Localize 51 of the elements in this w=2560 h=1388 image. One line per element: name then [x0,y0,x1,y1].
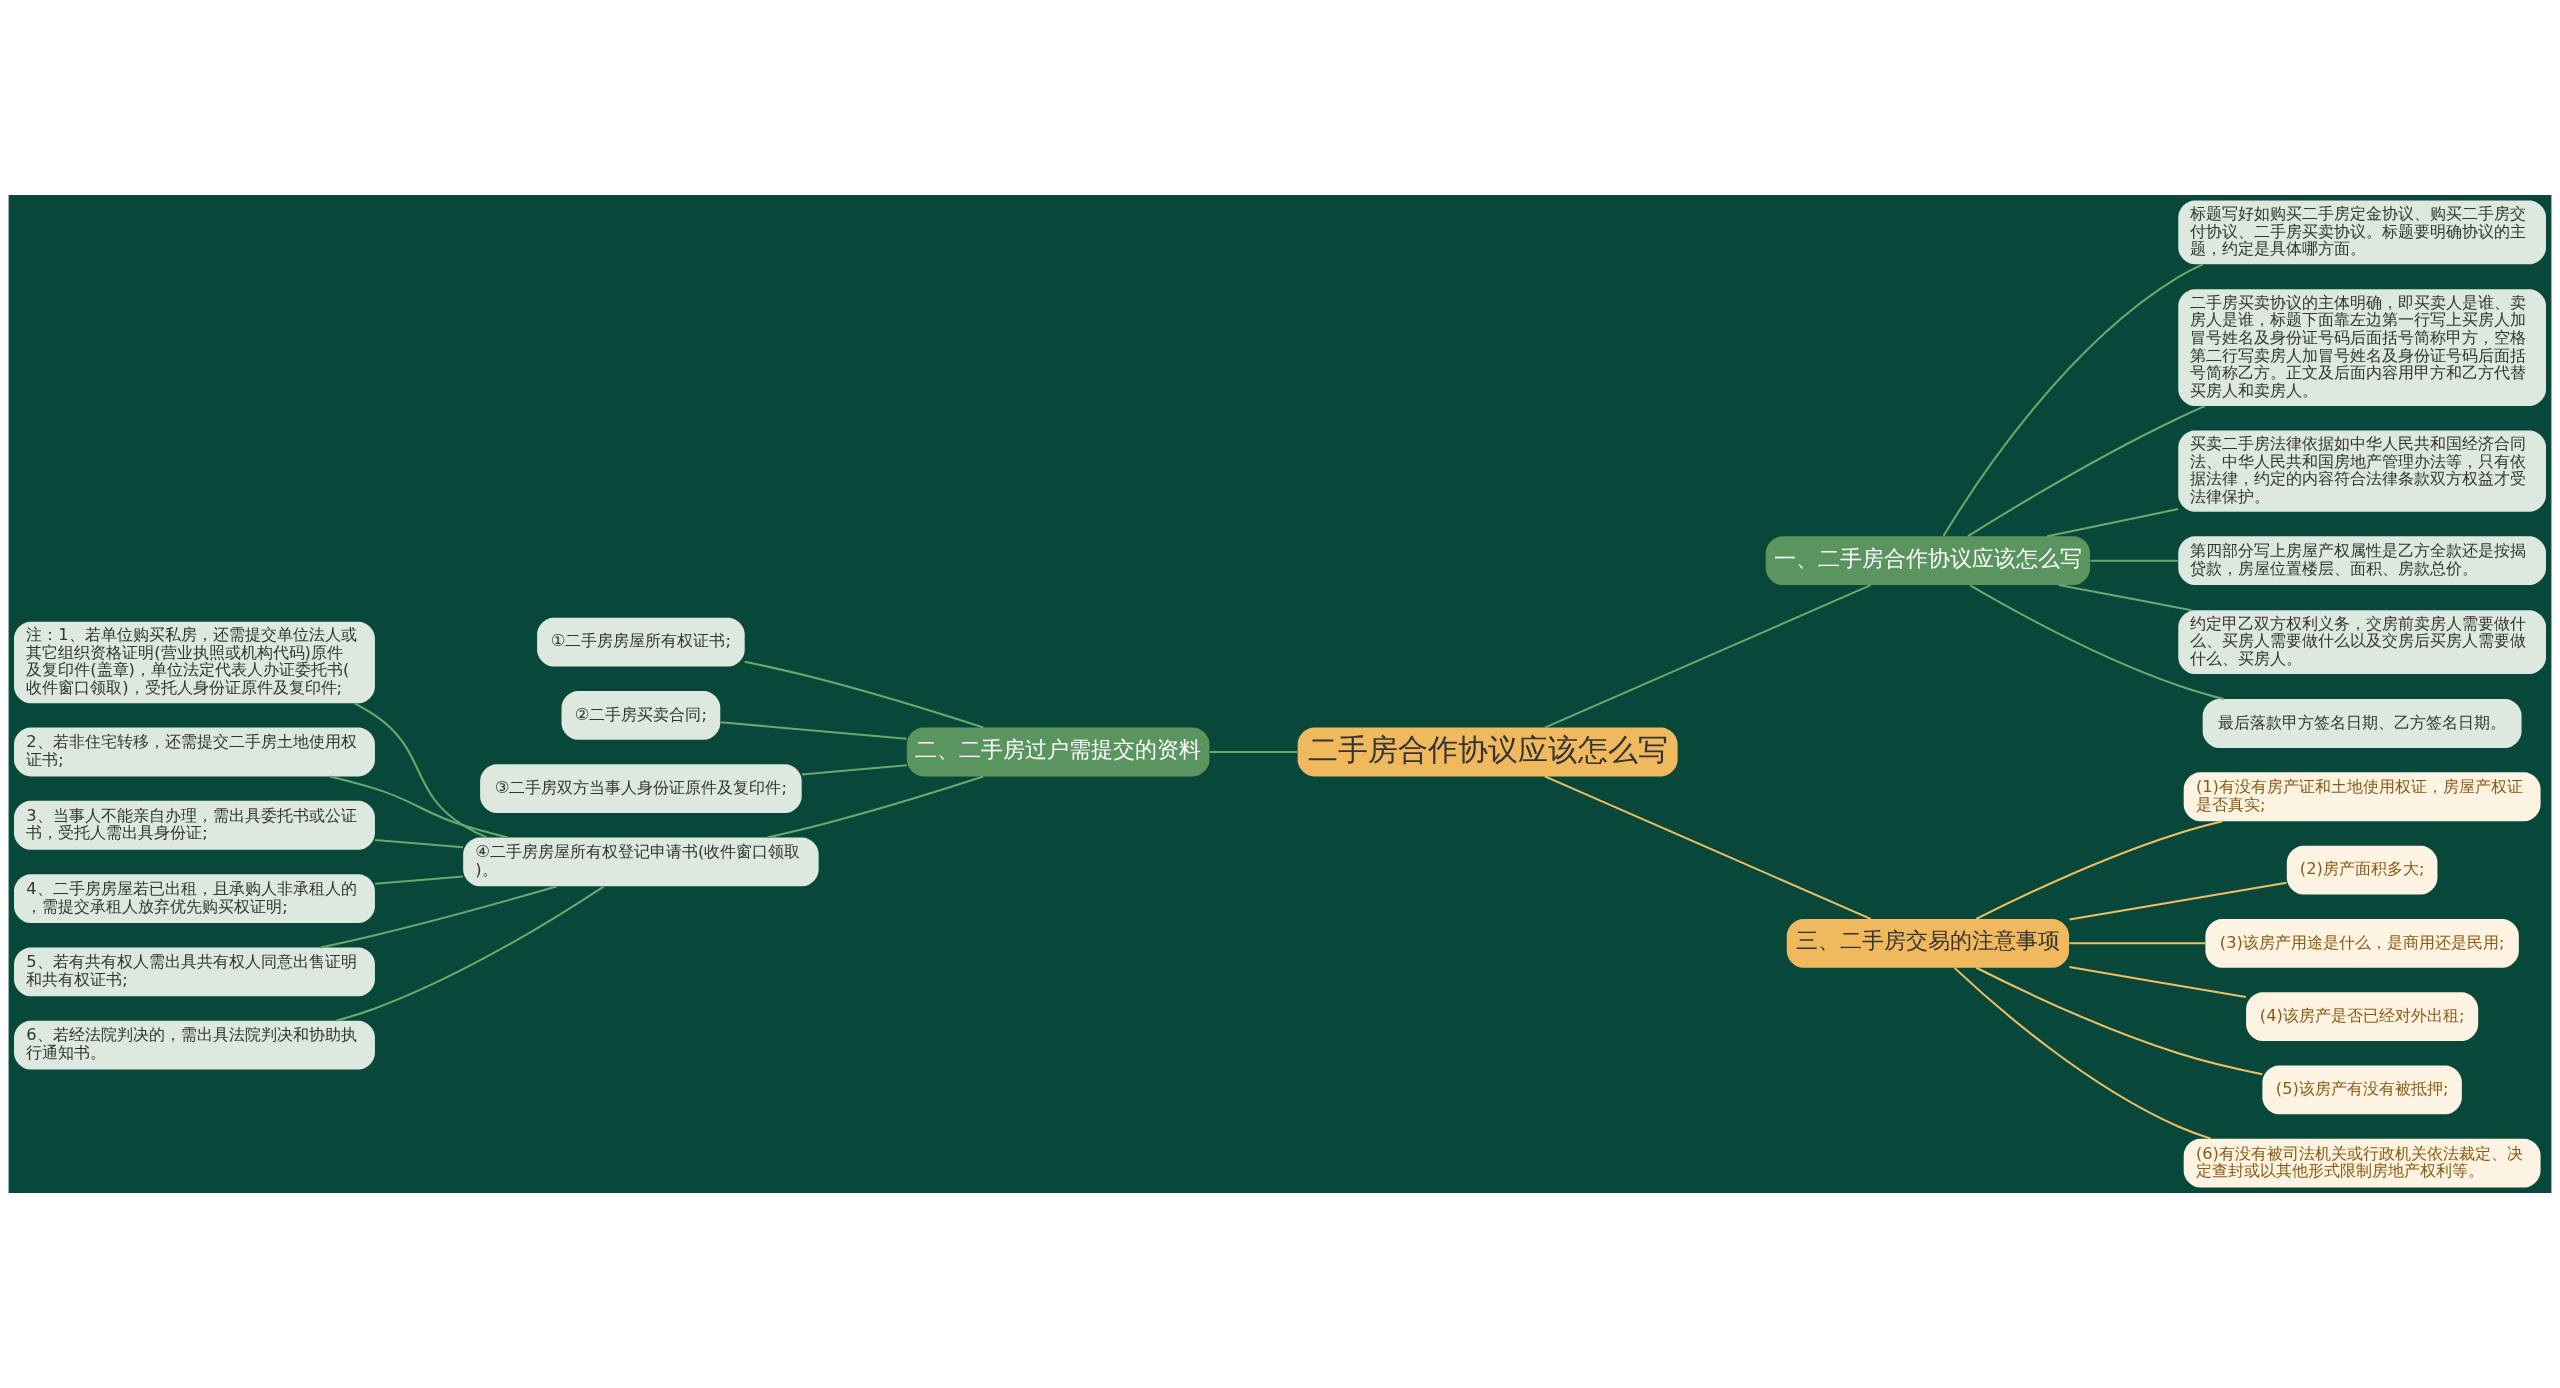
node-box: 一、二手房合作协议应该怎么写 [1765,536,2091,586]
node-box: 二手房合作协议应该怎么写 [1297,727,1678,777]
connector [1967,405,2206,537]
node-box: (3)该房产用途是什么，是商用还是民用; [2205,918,2519,968]
node-box: 买卖二手房法律依据如中华人民共和国经济合同法、中华人民共和国房地产管理办法等，只有依据法律，约定的内容符合法律条款双方权益才受法律保护。 [2178,430,2546,512]
connector [1975,820,2223,920]
connector [2069,942,2206,945]
node-box: 二手房买卖协议的主体明确，即买卖人是谁、卖房人是谁，标题下面靠左边第一行写上买房人加冒号姓名及身份证号码后面括号简称甲方，空格第二行写卖房人加冒号姓名及身份证号码后面括号简称乙方。正文及后面内容用甲方和乙方代替买房人和卖房人。 [2178,289,2546,406]
connector [1953,967,2211,1140]
node-box: 4、二手房房屋若已出租，且承购人非承租人的，需提交承租人放弃优先购买权证明; [14,874,375,923]
node-box: 6、若经法院判决的，需出具法院判决和协助执行通知书。 [14,1020,375,1070]
connector [744,660,984,729]
connector [1209,751,1298,754]
node-box: 注：1、若单位购买私房，还需提交单位法人或其它组织资格证明(营业执照或机构代码)原件及复印件(盖章)，单位法定代表人办证委托书(收件窗口领取)，受托人身份证原件及复印件; [14,621,375,704]
connector [320,885,557,949]
connector [354,702,488,839]
node-box: (1)有没有房产证和土地使用权证，房屋产权证是否真实; [2183,772,2541,822]
connector [2046,508,2179,538]
node-box: (6)有没有被司法机关或行政机关依法裁定、决定查封或以其他形式限制房地产权利等。 [2183,1138,2541,1188]
node-box: (2)房产面积多大; [2286,845,2438,895]
node-box: 3、当事人不能亲自办理，需出具委托书或公证书，受托人需出具身份证; [14,800,375,850]
node-box: ④二手房房屋所有权登记申请书(收件窗口领取)。 [463,837,819,887]
node-box: (4)该房产是否已经对外出租; [2246,992,2479,1042]
connector [767,775,984,839]
node-box: 约定甲乙双方权利义务，交房前卖房人需要做什么、买房人需要做什么以及交房后买房人需要做什么、买房人。 [2178,610,2546,674]
connector [374,839,463,849]
connector [801,764,907,776]
node-box: ③二手房双方当事人身份证原件及复印件; [480,764,802,814]
connector [2069,966,2247,999]
node-box: ①二手房房屋所有权证书; [537,617,745,667]
node-box: 三、二手房交易的注意事项 [1786,918,2070,968]
connector [1544,775,1872,920]
connector [329,775,509,839]
node-box: 2、若非住宅转移，还需提交二手房土地使用权证书; [14,727,375,777]
node-box: 5、若有共有权人需出具共有权人同意出售证明和共有权证书; [14,947,375,997]
connector [1975,966,2263,1076]
connector [2058,584,2192,612]
connector [1942,263,2204,537]
connector [374,875,463,885]
node-box: (5)该房产有没有被抵押; [2262,1065,2462,1115]
node-box: ②二手房买卖合同; [561,690,721,740]
node-box: 最后落款甲方签名日期、乙方签名日期。 [2202,699,2522,748]
connector [2069,881,2287,921]
connector [1969,584,2224,700]
connector [336,885,605,1022]
connector [1544,584,1872,729]
node-box: 二、二手房过户需提交的资料 [906,727,1210,777]
node-box: 第四部分写上房屋产权属性是乙方全款还是按揭贷款，房屋位置楼层、面积、房款总价。 [2178,536,2546,586]
node-box: 标题写好如购买二手房定金协议、购买二手房交付协议、二手房买卖协议。标题要明确协议的主题，约定是具体哪方面。 [2178,200,2546,265]
connector [2090,559,2178,562]
connector [720,721,907,740]
